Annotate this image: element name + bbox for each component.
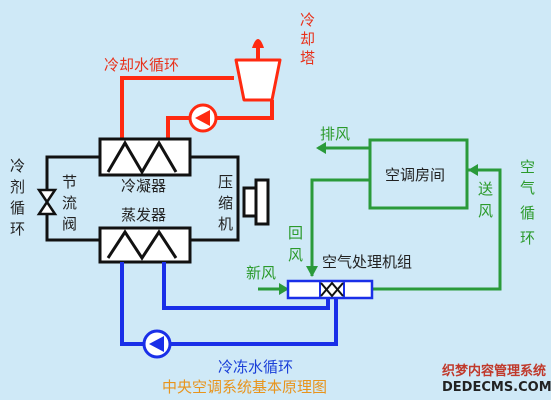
- supply-air-duct: [372, 168, 502, 291]
- ahu-coil-icon: [320, 281, 344, 298]
- air-loop-label-1: 空: [520, 158, 535, 176]
- chilled-water-return-pipe: [162, 262, 330, 310]
- fresh-air-label: 新风: [246, 264, 276, 282]
- supply-arrow-icon: [468, 164, 478, 176]
- return-air-label-1: 回: [288, 224, 303, 242]
- supply-air-label-1: 送: [478, 180, 493, 198]
- diagram-title: 中央空调系统基本原理图: [162, 378, 327, 396]
- chilled-water-loop: [120, 262, 338, 346]
- refrigerant-loop-label-4: 环: [10, 220, 25, 238]
- cooling-water-supply-pipe: [120, 76, 230, 138]
- refrigerant-pipe-right: [190, 155, 240, 242]
- throttle-valve-icon: [36, 188, 58, 216]
- ac-room-label: 空调房间: [385, 166, 445, 184]
- watermark-site-name: 织梦内容管理系统: [442, 363, 546, 379]
- condenser-heat-exchanger-icon: [98, 137, 192, 177]
- air-loop-label-3: 循: [520, 204, 535, 222]
- cooling-water-loop-label: 冷却水循环: [104, 56, 179, 74]
- compressor-label-3: 机: [218, 215, 233, 233]
- condenser-label: 冷凝器: [121, 177, 166, 195]
- evaporator-heat-exchanger-icon: [98, 226, 192, 264]
- cooling-tower-icon: [234, 39, 282, 102]
- return-arrow-icon: [306, 266, 318, 277]
- throttle-valve-label-1: 节: [62, 173, 77, 191]
- fresh-air-arrow-icon: [279, 283, 289, 295]
- air-arrows: [279, 142, 478, 295]
- refrigerant-loop-label-2: 剂: [10, 178, 25, 196]
- air-loop-label-4: 环: [520, 229, 535, 247]
- supply-air-label-2: 风: [478, 202, 493, 220]
- cooling-water-return-pipe: [166, 100, 274, 138]
- exhaust-air-label: 排风: [320, 125, 350, 143]
- watermark-url: DEDECMS.COM: [442, 380, 551, 395]
- refrigerant-loop-label-3: 循: [10, 199, 25, 217]
- cooling-tower-label-3: 塔: [300, 49, 315, 67]
- exhaust-arrow-icon: [316, 142, 326, 154]
- compressor-label-2: 缩: [218, 194, 233, 212]
- refrigerant-loop-label-1: 冷: [10, 157, 25, 175]
- air-handling-unit-icon: [286, 279, 374, 300]
- return-air-duct: [310, 178, 370, 276]
- return-air-label-2: 风: [288, 246, 303, 264]
- chilled-water-supply-pipe: [120, 262, 338, 346]
- ac-room-box: [368, 138, 469, 210]
- ahu-label: 空气处理机组: [322, 253, 412, 271]
- compressor-icon: [242, 178, 270, 226]
- throttle-valve-label-2: 流: [62, 194, 77, 212]
- chilled-water-loop-label: 冷冻水循环: [218, 358, 293, 376]
- compressor-label-1: 压: [218, 173, 233, 191]
- cooling-water-pump-icon: [188, 103, 218, 133]
- throttle-valve-label-3: 阀: [62, 215, 77, 233]
- cooling-water-loop: [120, 76, 274, 138]
- cooling-tower-label-2: 却: [300, 30, 315, 48]
- chilled-water-pump-icon: [142, 329, 172, 359]
- evaporator-label: 蒸发器: [121, 206, 166, 224]
- air-loop-label-2: 气: [520, 179, 535, 197]
- cooling-tower-label-1: 冷: [300, 11, 315, 29]
